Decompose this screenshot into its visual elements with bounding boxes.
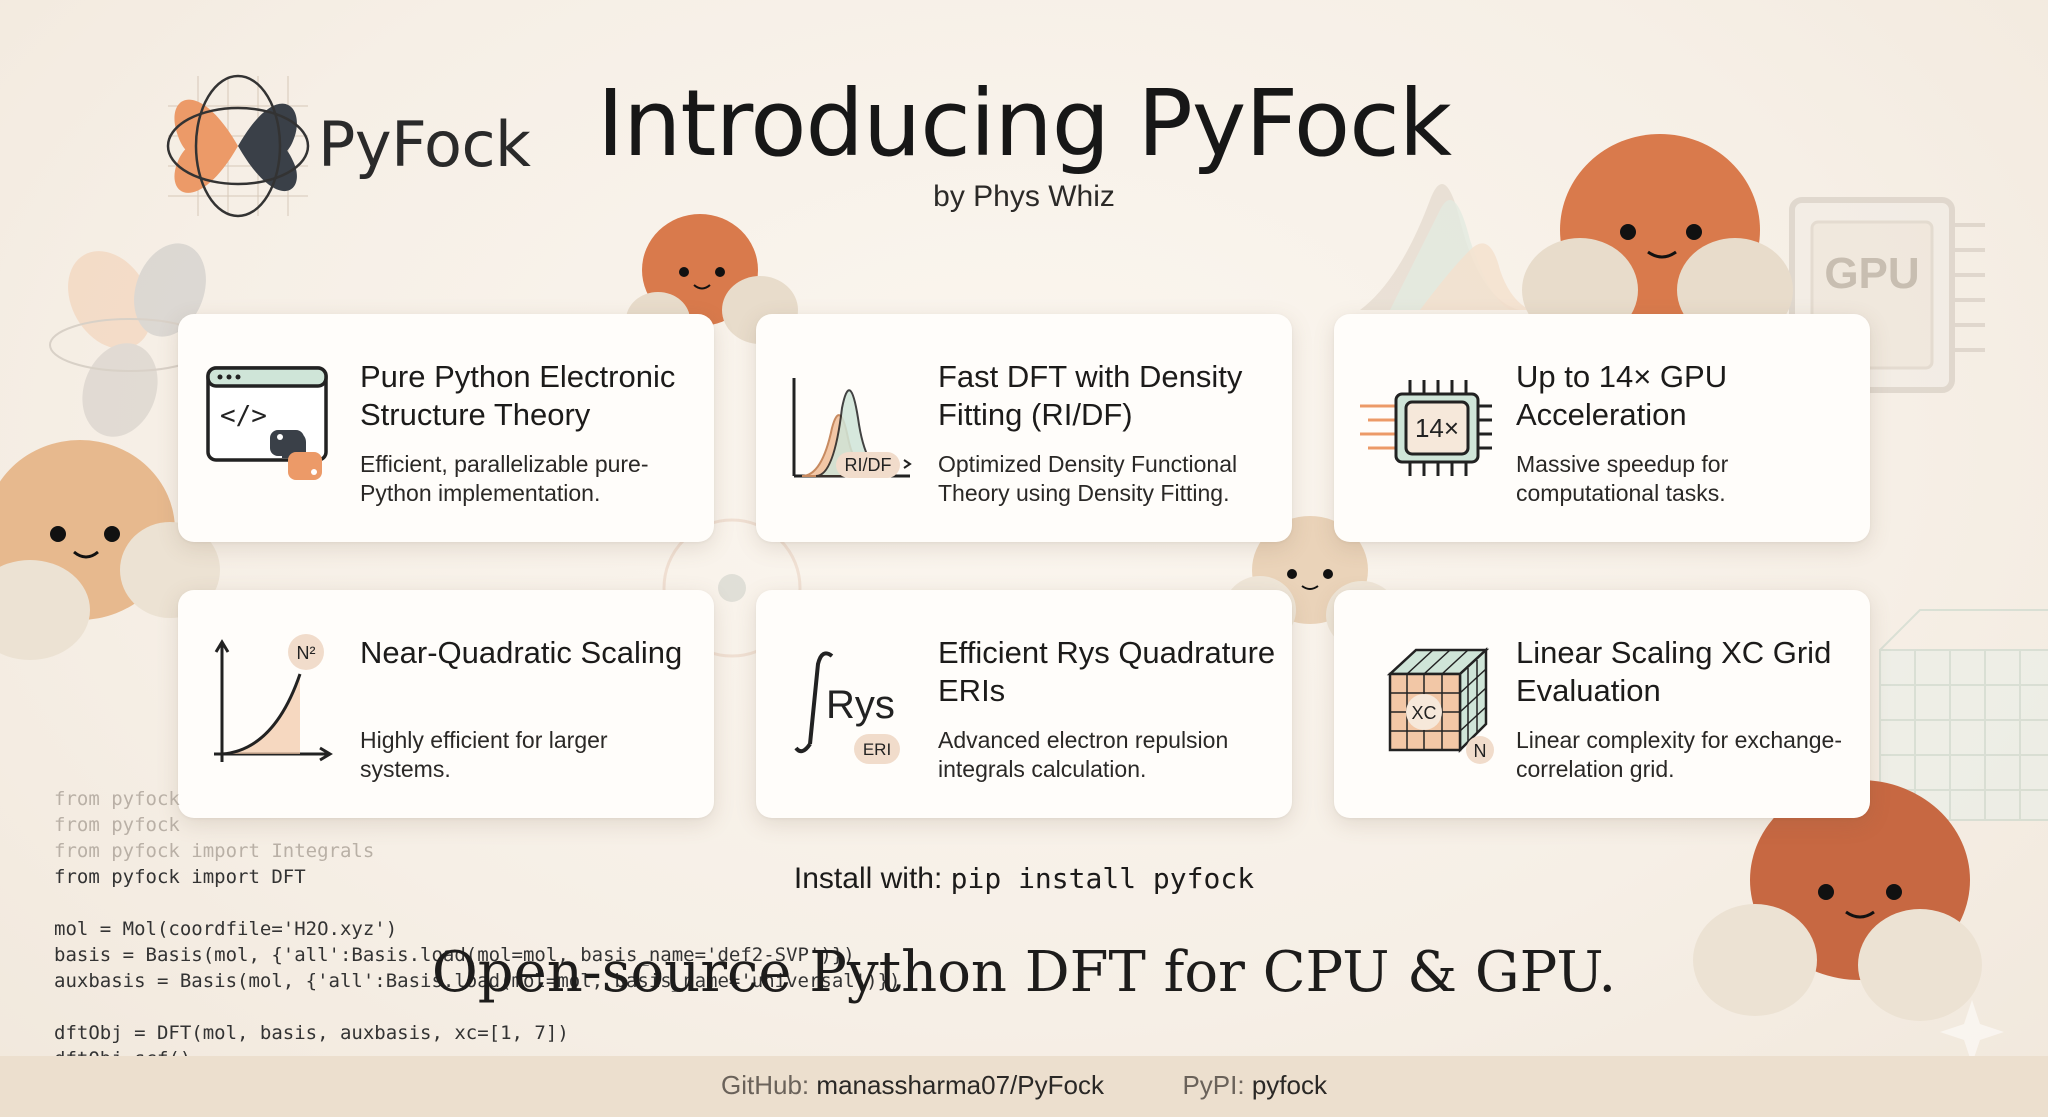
cube-grid-decor-icon [1879,609,2048,821]
page-subtitle: by Phys Whiz [933,180,1115,213]
code-line: from pyfock import Integrals [54,840,375,862]
code-line: auxbasis = Basis(mol, {'all':Basis.load(… [54,970,901,992]
peaks-decor-icon [1360,184,1530,310]
card-title: Near-Quadratic Scaling [360,635,683,670]
feature-card-density-fitting: RI/DF Fast DFT with Density Fitting (RI/… [756,314,1292,542]
feature-card-rys: Rys ERI Efficient Rys Quadrature ERIs Ad… [756,590,1292,818]
xc-badge: XC [1411,703,1436,723]
eri-badge: ERI [863,740,891,759]
pypi-label: PyPI: [1182,1070,1245,1100]
gpu-speedup-badge: 14× [1415,413,1459,443]
card-title: Fast DFT with Density Fitting (RI/DF) [938,359,1243,432]
scaling-curve-icon: N² [214,634,333,762]
card-description: Optimized Density Functional Theory usin… [938,451,1238,506]
code-line: from pyfock [54,788,180,810]
code-line: mol = Mol(coordfile='H2O.xyz') [54,918,398,940]
tagline: Open-source Python DFT for CPU & GPU. [431,940,1617,1005]
density-fitting-icon: RI/DF [792,378,912,478]
pypi-link[interactable]: pyfock [1251,1070,1327,1100]
gpu-chip-icon: 14× [1360,380,1492,476]
card-description: Efficient, parallelizable pure-Python im… [360,451,649,506]
page-title: Introducing PyFock [596,70,1452,177]
svg-text:</>: </> [220,401,267,431]
rys-glyph: Rys [826,683,895,727]
github-link[interactable]: manassharma07/PyFock [816,1070,1104,1100]
card-description: Advanced electron repulsion integrals ca… [938,727,1229,782]
card-description: Linear complexity for exchange-correlati… [1516,727,1842,782]
sparkle-icon [1940,1000,2004,1064]
logo-text: PyFock [318,108,531,181]
plush-bottom-right-icon [1693,780,1982,1021]
card-description: Massive speedup for computational tasks. [1516,451,1729,506]
github-label: GitHub: [721,1070,810,1100]
rys-integral-icon: Rys ERI [794,651,900,764]
feature-card-xc-grid: XC N Linear Scaling XC Grid Evaluation L… [1334,590,1870,818]
xc-grid-cube-icon: XC N [1386,647,1494,764]
card-title: Up to 14× GPU Acceleration [1516,359,1728,432]
card-title: Efficient Rys Quadrature ERIs [938,635,1276,708]
center-decor-icon [662,518,802,658]
orbital-decor-icon [49,243,211,437]
feature-card-gpu: 14× Up to 14× GPU Acceleration Massive s… [1334,314,1870,542]
code-line: from pyfock [54,814,180,836]
install-command[interactable]: pip install pyfock [950,862,1255,895]
ri-df-badge: RI/DF [845,455,892,475]
feature-card-pure-python: </> Pure Python Electronic Structure The… [178,314,714,542]
feature-card-scaling: N² Near-Quadratic Scaling Highly efficie… [178,590,714,818]
pyfock-logo-icon [166,74,310,218]
card-description: Highly efficient for larger systems. [360,727,608,782]
n-badge: N [1474,741,1487,761]
code-snippet: from pyfock from pyfock from pyfock import… [54,760,900,1098]
card-title: Linear Scaling XC Grid Evaluation [1516,635,1832,708]
code-line: from pyfock import DFT [54,866,306,888]
code-python-icon: </> [206,366,328,480]
gpu-decor-label: GPU [1824,249,1919,298]
install-instructions: Install with: pip install pyfock [0,862,2048,896]
card-title: Pure Python Electronic Structure Theory [360,359,676,432]
n-squared-badge: N² [297,643,316,663]
code-line: basis = Basis(mol, {'all':Basis.load(mol… [54,944,855,966]
install-label: Install with: [793,862,943,895]
footer-bar: GitHub: manassharma07/PyFock PyPI: pyfoc… [0,1056,2048,1117]
code-line: dftObj = DFT(mol, basis, auxbasis, xc=[1… [54,1022,569,1044]
